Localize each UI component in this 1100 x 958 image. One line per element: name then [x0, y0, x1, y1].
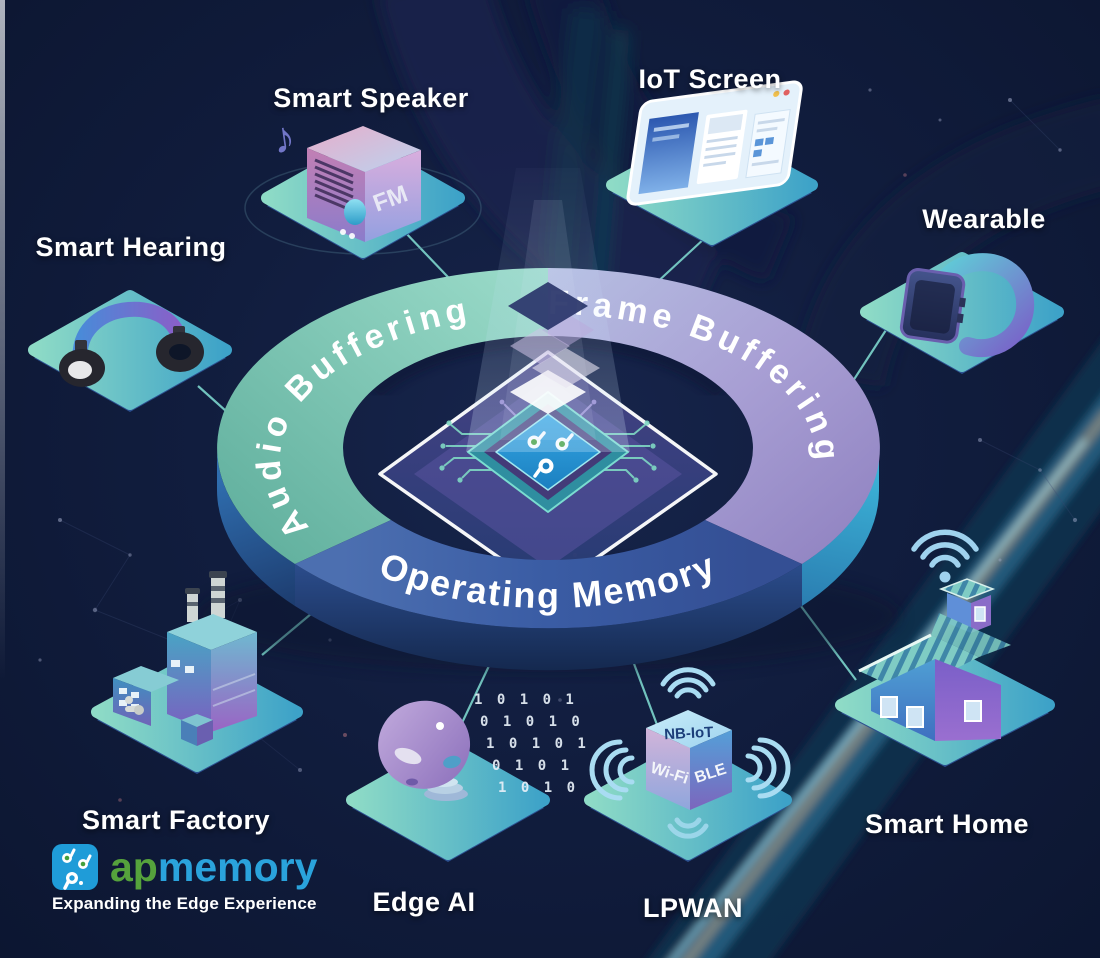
house-icon: [858, 578, 1011, 741]
apmemory-logo-mark-icon: [52, 844, 98, 890]
chimneys: [185, 571, 227, 622]
device-wearable: [860, 252, 1064, 374]
radio-icon: FM: [307, 126, 421, 242]
ring-side-walls: [217, 448, 880, 671]
brand-prefix: ap: [110, 843, 158, 890]
robot-head-icon: [378, 700, 471, 801]
svg-text:1 0 1 0 1: 1 0 1 0 1: [486, 736, 589, 752]
svg-text:1 0 1 0 1: 1 0 1 0 1: [474, 692, 577, 708]
device-smart-hearing: [28, 290, 232, 412]
ring-top: [217, 267, 880, 629]
headphones-icon: [59, 301, 204, 387]
factory-icon: [113, 571, 257, 746]
floating-diamonds: [508, 282, 600, 414]
svg-text:1 0 1 0: 1 0 1 0: [498, 780, 578, 796]
ring-side-operating: [295, 564, 802, 671]
svg-text:0 1 0 1: 0 1 0 1: [492, 758, 572, 774]
smartwatch-icon: [899, 253, 1035, 358]
label-smart-home: Smart Home: [864, 809, 1030, 839]
device-edge-ai: 1 0 1 0 1 0 1 0 1 0 1 0 1 0 1 0 1 0 1 1 …: [346, 692, 589, 862]
apmemory-logo: apmemory Expanding the Edge Experience: [52, 844, 317, 914]
svg-text:0 1 0 1 0: 0 1 0 1 0: [480, 714, 583, 730]
ring-segment-audio-buffering: [217, 268, 548, 564]
label-smart-factory: Smart Factory: [81, 805, 271, 835]
ring-segment-frame-buffering: [548, 267, 880, 564]
label-edge-ai: Edge AI: [372, 887, 476, 917]
label-iot-screen: IoT Screen: [638, 64, 782, 94]
device-smart-speaker: ♪ FM: [244, 112, 482, 260]
signal-arcs-icon: [589, 667, 791, 839]
label-smart-hearing: Smart Hearing: [35, 232, 227, 262]
factory-pipes: [125, 696, 144, 715]
light-stream: [590, 29, 630, 301]
label-wearable: Wearable: [922, 204, 1046, 234]
device-lpwan: NB-IoT Wi-Fi BLE: [584, 667, 792, 862]
radio-knob: [344, 199, 366, 225]
connectivity-cube-icon: NB-IoT Wi-Fi BLE: [646, 710, 732, 810]
device-iot-screen: [606, 80, 818, 247]
cube-top-label: NB-IoT: [664, 724, 714, 744]
binary-code: 1 0 1 0 1 0 1 0 1 0 1 0 1 0 1 0 1 0 1 1 …: [474, 692, 589, 796]
ring-side-frame: [802, 448, 880, 606]
ring-side-audio: [217, 448, 295, 606]
page-edge-highlight: [0, 0, 5, 680]
device-smart-home: [835, 529, 1055, 767]
music-note-icon: ♪: [270, 112, 299, 164]
label-lpwan: LPWAN: [643, 893, 743, 923]
ring-segment-operating-memory: [295, 520, 802, 629]
brand-wordmark: apmemory: [110, 843, 318, 890]
label-smart-speaker: Smart Speaker: [273, 83, 469, 113]
brand-tagline: Expanding the Edge Experience: [52, 894, 317, 913]
brand-suffix: memory: [157, 843, 318, 890]
browser-window-icon: [626, 80, 803, 206]
device-smart-factory: [91, 571, 303, 774]
background-swoosh: [795, 98, 1100, 389]
wifi-icon: [911, 529, 979, 583]
